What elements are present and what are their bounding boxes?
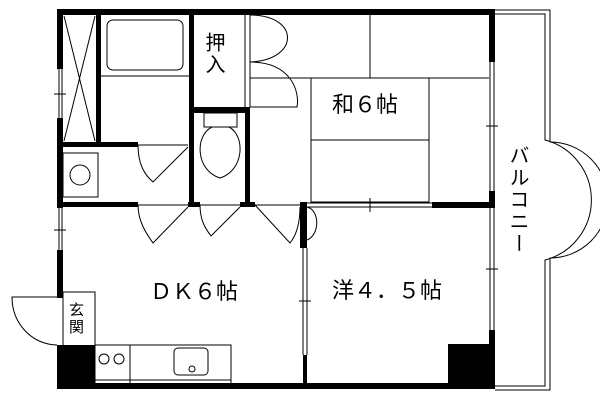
windows — [54, 14, 498, 355]
doors — [11, 14, 318, 346]
entrance-label: 玄関 — [67, 302, 85, 336]
balcony-outline — [495, 9, 600, 391]
dining-kitchen-label: ＤＫ６帖 — [150, 280, 239, 305]
walls — [57, 9, 495, 389]
closet-label: 押入 — [202, 32, 226, 76]
fixtures — [62, 15, 241, 386]
balcony-label: バルコニー — [506, 145, 530, 255]
japanese-room-label: 和６帖 — [332, 93, 399, 118]
western-room-label: 洋４．５帖 — [332, 279, 443, 304]
